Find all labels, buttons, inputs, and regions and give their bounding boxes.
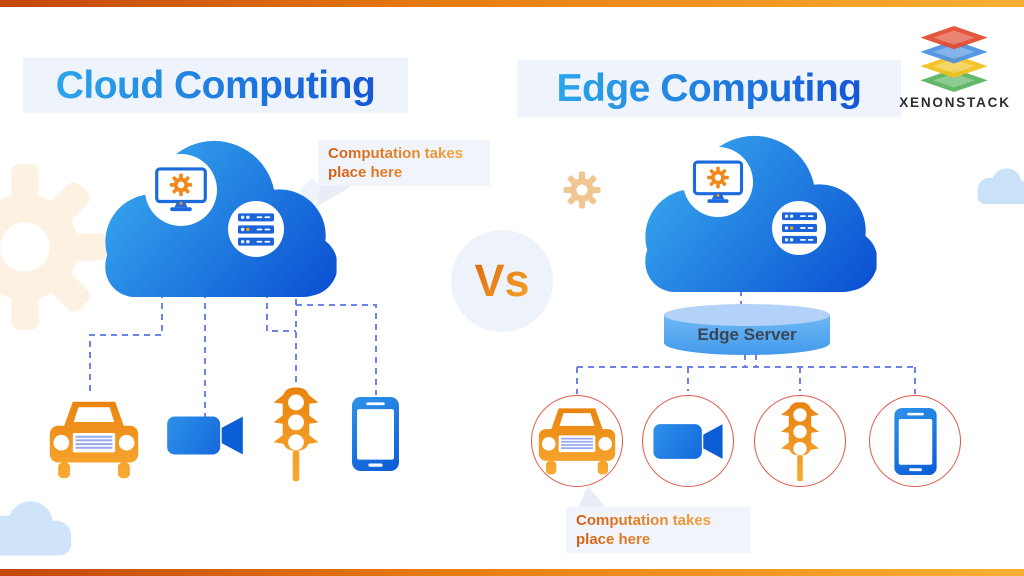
edge-server-label: Edge Server [697,325,797,344]
cloud-shape-left [98,133,338,301]
edge-device-circle [531,395,623,487]
car-icon [537,406,617,476]
bottom-accent-border [0,569,1024,576]
smartphone-icon [352,397,399,471]
cloud-server-badge [772,201,826,255]
callout-right: Computation takes place here [566,507,750,553]
top-accent-border [0,0,1024,7]
video-camera-icon [653,420,723,463]
edge-computing-title: Edge Computing [556,66,862,110]
edge-device-circle [754,395,846,487]
cloud-computing-title-box: Cloud Computing [23,58,408,113]
callout-left: Computation takes place here [318,140,490,186]
monitor-gear-icon [692,160,744,205]
cloud-computing-title: Cloud Computing [55,63,376,107]
monitor-gear-icon [154,167,208,213]
layered-stack-icon [920,26,988,92]
cloud-server-badge [228,201,284,257]
callout-left-text: Computation takes place here [328,144,464,181]
smartphone-icon [894,408,937,475]
edge-device-circle [869,395,961,487]
server-stack-icon [782,212,817,244]
vs-label: Vs [474,255,530,306]
edge-server-cylinder [664,304,830,355]
edge-device-circle [642,395,734,487]
edge-computing-title-box: Edge Computing [517,60,901,117]
car-icon [48,399,140,480]
traffic-light-icon [779,400,821,483]
cloud-shape-right [638,128,878,296]
brand-name: XENONSTACK [899,95,1011,110]
video-camera-icon [167,412,243,459]
cloud-monitor-badge [145,154,217,226]
callout-tail [316,185,354,207]
cloud-monitor-badge [683,147,753,217]
server-stack-icon [238,213,274,246]
callout-tail [578,486,606,508]
vs-divider: Vs [451,230,553,332]
traffic-light-icon [271,385,321,483]
callout-right-text: Computation takes place here [576,511,712,548]
